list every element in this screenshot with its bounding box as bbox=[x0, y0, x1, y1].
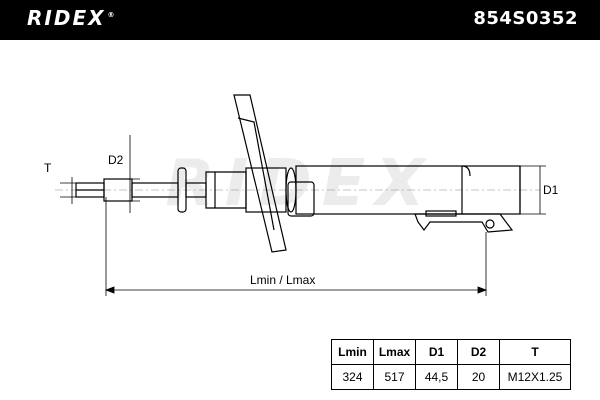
specs-value-lmin: 324 bbox=[331, 364, 374, 390]
registered-mark: ® bbox=[107, 11, 117, 20]
dimension-lines bbox=[60, 135, 546, 296]
specs-value-lmax: 517 bbox=[373, 364, 416, 390]
specs-value-d2: 20 bbox=[457, 364, 500, 390]
specs-value-t: M12X1.25 bbox=[499, 364, 571, 390]
specs-value-row: 324 517 44,5 20 M12X1.25 bbox=[331, 364, 571, 390]
shock-absorber-drawing: RIDEX bbox=[44, 94, 559, 296]
brand-name: RIDEX bbox=[27, 6, 106, 30]
specs-header-d1: D1 bbox=[415, 339, 458, 365]
specs-header-d2: D2 bbox=[457, 339, 500, 365]
label-t: T bbox=[44, 161, 52, 175]
specs-header-lmax: Lmax bbox=[373, 339, 416, 365]
brand-logo: RIDEX® bbox=[27, 6, 117, 30]
label-d1: D1 bbox=[543, 183, 559, 197]
watermark-text: RIDEX bbox=[165, 147, 434, 221]
header-bar: RIDEX® 854S0352 bbox=[0, 0, 600, 40]
specs-table: Lmin Lmax D1 D2 T 324 517 44,5 20 M12X1.… bbox=[331, 339, 571, 390]
shock-absorber-body bbox=[55, 94, 540, 253]
part-number: 854S0352 bbox=[473, 8, 578, 29]
specs-header-row: Lmin Lmax D1 D2 T bbox=[331, 339, 571, 365]
specs-header-lmin: Lmin bbox=[331, 339, 374, 365]
label-length: Lmin / Lmax bbox=[250, 273, 315, 287]
label-d2: D2 bbox=[108, 153, 124, 167]
specs-header-t: T bbox=[499, 339, 571, 365]
specs-value-d1: 44,5 bbox=[415, 364, 458, 390]
